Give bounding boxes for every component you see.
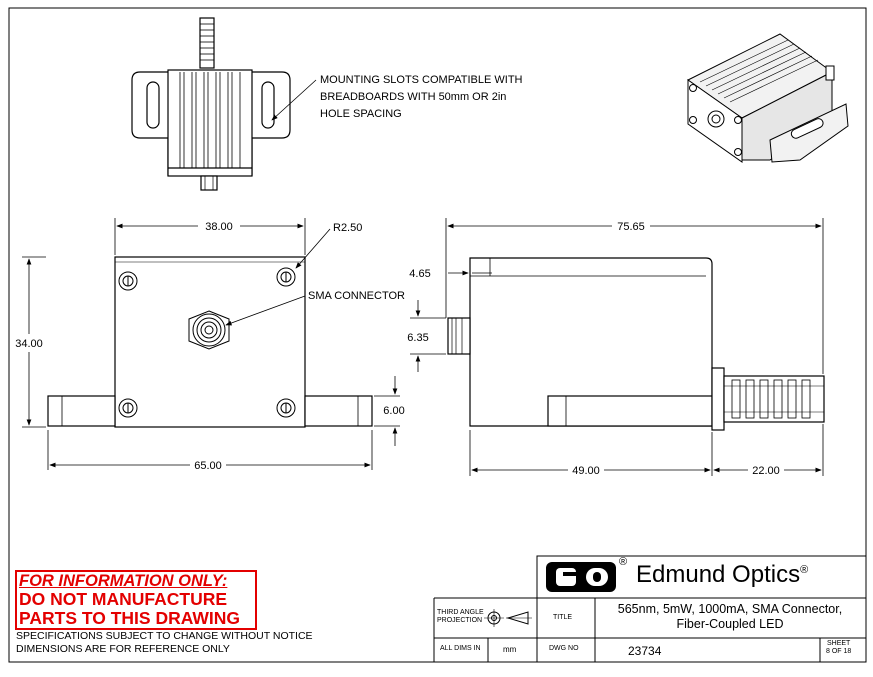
dim-side-length: 75.65 — [617, 221, 645, 233]
title-block — [433, 555, 867, 662]
dim-front-width: 38.00 — [205, 221, 233, 233]
warning-box: FOR INFORMATION ONLY: DO NOT MANUFACTURE… — [15, 570, 257, 630]
dim-connector: 6.35 — [407, 332, 428, 344]
mounting-note-line2: BREADBOARDS WITH 50mm OR 2in — [320, 91, 506, 103]
dim-base-height: 6.00 — [383, 405, 404, 417]
warning-line2: DO NOT MANUFACTURE — [19, 589, 228, 609]
dim-front-height: 34.00 — [15, 338, 43, 350]
dim-base-width: 65.00 — [194, 460, 222, 472]
warning-line3: PARTS TO THIS DRAWING — [19, 608, 241, 628]
fine-print-line2: DIMENSIONS ARE FOR REFERENCE ONLY — [16, 643, 230, 655]
fine-print-line1: SPECIFICATIONS SUBJECT TO CHANGE WITHOUT… — [16, 630, 313, 642]
dim-body-length: 49.00 — [572, 465, 600, 477]
mounting-note-line1: MOUNTING SLOTS COMPATIBLE WITH — [320, 74, 523, 86]
title-value: 565nm, 5mW, 1000mA, SMA Connector, Fiber… — [617, 602, 843, 631]
dwg-no-label: DWG NO — [549, 645, 579, 652]
dim-lip: 4.65 — [409, 268, 430, 280]
mounting-leader — [271, 79, 317, 121]
brand-name: Edmund Optics® — [636, 561, 809, 588]
front-dimensions — [22, 218, 400, 470]
side-dimensions — [410, 218, 824, 476]
front-view — [47, 256, 373, 428]
units-value: mm — [503, 645, 517, 654]
all-dims-label: ALL DIMS IN — [440, 645, 481, 652]
isometric-view — [687, 33, 849, 163]
mounting-note-line3: HOLE SPACING — [320, 108, 402, 120]
sheet-info: SHEET 8 OF 18 — [826, 640, 852, 655]
top-view — [131, 17, 291, 191]
projection-label2: PROJECTION — [437, 617, 483, 624]
sheet-border — [8, 7, 867, 663]
dim-heatsink-length: 22.00 — [752, 465, 780, 477]
title-label: TITLE — [553, 614, 573, 621]
dwg-no-value: 23734 — [628, 644, 662, 658]
warning-line1: FOR INFORMATION ONLY: — [19, 572, 228, 590]
sma-note: SMA CONNECTOR — [308, 290, 405, 302]
logo-registered: ® — [619, 556, 628, 568]
radius-note: R2.50 — [333, 222, 362, 234]
projection-label1: THIRD ANGLE — [437, 609, 484, 616]
side-view — [447, 257, 825, 431]
